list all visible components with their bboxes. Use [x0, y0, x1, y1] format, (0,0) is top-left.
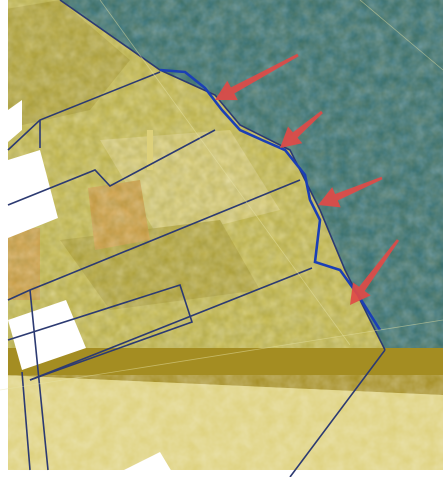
parcel-line: [7, 179, 301, 301]
parcel-line: [7, 129, 216, 206]
arrow-1: [215, 53, 299, 101]
survey-lines: [0, 0, 443, 391]
parcel-line: [29, 289, 49, 471]
parcel-line: [29, 267, 313, 381]
blank-parcel: [8, 150, 58, 238]
red-arrows: [215, 53, 400, 305]
arrow-4: [350, 239, 400, 305]
arrow-3: [318, 176, 383, 208]
blank-parcel: [8, 300, 86, 370]
arrow-2: [280, 110, 323, 148]
boundary-line: [159, 68, 382, 331]
parcel-lines: [7, 0, 386, 477]
parcel-line: [7, 283, 194, 381]
lower-land: [0, 375, 443, 477]
parcel-line: [59, 0, 386, 351]
left-edge-strip: [0, 0, 8, 477]
parcel-line: [21, 371, 31, 471]
parcel-line: [289, 349, 386, 477]
bottom-edge-strip: [0, 470, 443, 477]
blank-parcel: [8, 100, 22, 142]
